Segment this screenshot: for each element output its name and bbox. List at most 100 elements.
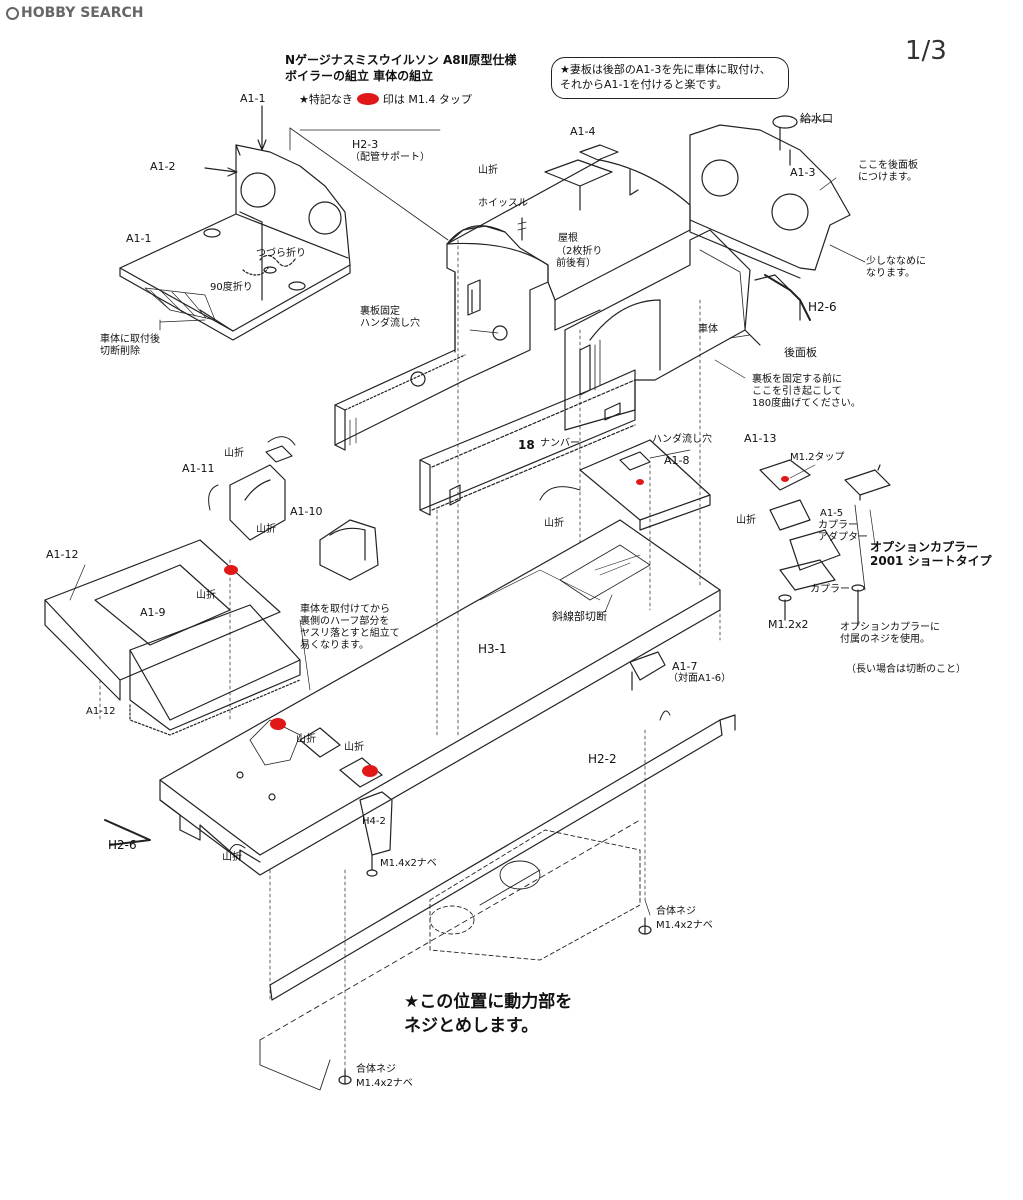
part-motor-chassis	[259, 819, 641, 1091]
label-yamaori-a1-11-top: 山折	[224, 448, 244, 459]
note-rear-plate-attach: ここを後面板 につけます。	[858, 160, 918, 183]
label-handa-hole: ハンダ流し穴	[652, 434, 712, 445]
label-yamaori-a1-13: 山折	[736, 515, 756, 526]
note-cut-if-long: （長い場合は切断のこと）	[846, 664, 966, 675]
label-whistle: ホイッスル	[478, 198, 528, 209]
label-h2-3-sub: （配管サポート）	[350, 152, 430, 163]
label-a1-10: A1-10	[290, 505, 323, 518]
label-roof: 屋根	[558, 233, 578, 244]
part-h4-2	[359, 791, 393, 877]
label-a1-7-sub: （対面A1-6）	[668, 673, 732, 684]
label-a1-11: A1-11	[182, 462, 215, 475]
legend-text-before: ★特記なき	[299, 93, 353, 106]
leader-a1-2	[204, 167, 237, 173]
tap-dots	[224, 476, 789, 777]
part-a1-1-a1-2	[119, 144, 351, 341]
label-a1-4: A1-4	[570, 125, 596, 138]
part-a1-13-coupler	[759, 459, 891, 626]
label-gattai-screw: 合体ネジ	[656, 906, 696, 917]
label-a1-3: A1-3	[790, 166, 816, 179]
part-roof	[446, 144, 691, 331]
tap-dot-icon	[636, 479, 644, 485]
label-yamaori-floor-2: 山折	[344, 742, 364, 753]
label-m12x2: M1.2x2	[768, 618, 809, 631]
part-h2-3-cab	[289, 127, 549, 451]
part-a1-7	[629, 651, 666, 691]
part-number-plate	[419, 369, 636, 516]
label-h2-6-right: H2-6	[808, 300, 837, 314]
label-90-degree-fold: 90度折り	[210, 282, 253, 293]
tap-dot-icon	[362, 765, 378, 777]
assembly-guide-lines	[99, 239, 721, 1081]
page-number: 1/3	[905, 36, 947, 66]
label-number-plate: ナンバー	[540, 438, 580, 449]
label-shatai: 車体	[698, 324, 718, 335]
label-option-coupler: オプションカプラー 2001 ショートタイプ	[870, 540, 992, 568]
label-a1-1-top: A1-1	[240, 92, 266, 105]
title-line-2: ボイラーの組立 車体の組立	[285, 69, 434, 83]
part-h3-1-frame	[159, 519, 721, 876]
label-a1-7: A1-7	[672, 660, 698, 673]
label-diagonal-cut-text: 斜線部切断	[552, 610, 607, 623]
label-tsuzura-fold: つづら折り	[256, 248, 306, 259]
label-a1-13: A1-13	[744, 432, 777, 445]
part-a1-11	[229, 445, 293, 541]
tap-dot-icon	[781, 476, 789, 482]
tap-legend: ★特記なき 印は M1.4 タップ	[299, 91, 472, 107]
label-a1-9: A1-9	[140, 606, 166, 619]
tap-dot-icon	[224, 565, 238, 575]
label-a1-5: A1-5	[820, 508, 844, 519]
label-yamaori-mid: 山折	[544, 518, 564, 529]
label-yamaori-roof: 山折	[478, 165, 498, 176]
label-yamaori-a1-9: 山折	[196, 590, 216, 601]
part-a1-8	[579, 439, 711, 531]
label-kyusui: 給水口	[800, 112, 833, 125]
legend-text-after: 印は M1.4 タップ	[382, 93, 472, 106]
note-filing: 車体を取付けてから 裏側のハーフ部分を ヤスリ落とすと組立て 易くなります。	[300, 604, 400, 651]
label-yamaori-floor: 山折	[296, 734, 316, 745]
label-number-18: 18	[518, 438, 535, 452]
hobby-search-logo: HOBBY SEARCH	[6, 5, 143, 21]
part-a1-3-rear-plate	[689, 115, 851, 279]
part-a1-10	[319, 519, 379, 581]
label-h2-6-left: H2-6	[108, 838, 137, 852]
part-h2-2	[269, 714, 736, 1001]
label-gattai-screw-2: 合体ネジ	[356, 1064, 396, 1075]
label-yamaori-floor-3: 山折	[222, 852, 242, 863]
tap-dot-icon	[270, 718, 286, 730]
label-gattai-m14: M1.4x2ナベ	[656, 920, 713, 931]
note-rear-bend: 裏板を固定する前に ここを引き起こして 180度曲げてください。	[752, 374, 861, 409]
label-a1-12-top: A1-12	[46, 548, 79, 561]
part-a1-9-a1-12	[44, 539, 301, 736]
wire-h2-6-right	[764, 274, 811, 321]
label-coupler-adapter: カプラー アダプター	[818, 520, 868, 543]
screws	[338, 917, 652, 1085]
label-m14x2-nabe: M1.4x2ナベ	[380, 858, 437, 869]
top-note-box: ★妻板は後部のA1-3を先に車体に取付け、 それからA1-1を付けると楽です。	[551, 57, 789, 99]
label-h4-2: H4-2	[362, 816, 386, 827]
sheet-title: Nゲージナスミスウイルソン A8Ⅱ原型仕様 ボイラーの組立 車体の組立	[285, 52, 517, 84]
leader-lines	[69, 119, 876, 1081]
label-a1-8: A1-8	[664, 454, 690, 467]
leader-arrowhead	[257, 139, 267, 151]
label-ura-kotei: 裏板固定 ハンダ流し穴	[360, 306, 420, 329]
label-gattai-m14-2: M1.4x2ナベ	[356, 1078, 413, 1089]
title-line-1: Nゲージナスミスウイルソン A8Ⅱ原型仕様	[285, 53, 517, 67]
label-h2-3: H2-3	[352, 138, 379, 151]
label-coupler: カプラー	[810, 584, 850, 595]
label-yamaori-a1-11: 山折	[256, 524, 276, 535]
label-m12-tap: M1.2タップ	[790, 452, 845, 463]
logo-ring-icon	[6, 7, 19, 20]
label-a1-12-bottom: A1-12	[86, 706, 116, 717]
note-option-screw: オプションカプラーに 付属のネジを使用。	[840, 622, 940, 645]
label-roof-sub: （2枚折り 前後有）	[556, 246, 603, 269]
bottom-note: ★この位置に動力部を ネジとめします。	[404, 992, 573, 1036]
wire-h2-6-left	[104, 819, 151, 846]
red-tap-dot-icon	[356, 93, 379, 105]
label-a1-1-left: A1-1	[126, 232, 152, 245]
label-a1-2: A1-2	[150, 160, 176, 173]
label-h3-1: H3-1	[478, 642, 507, 656]
label-rear-plate: 後面板	[784, 346, 817, 359]
